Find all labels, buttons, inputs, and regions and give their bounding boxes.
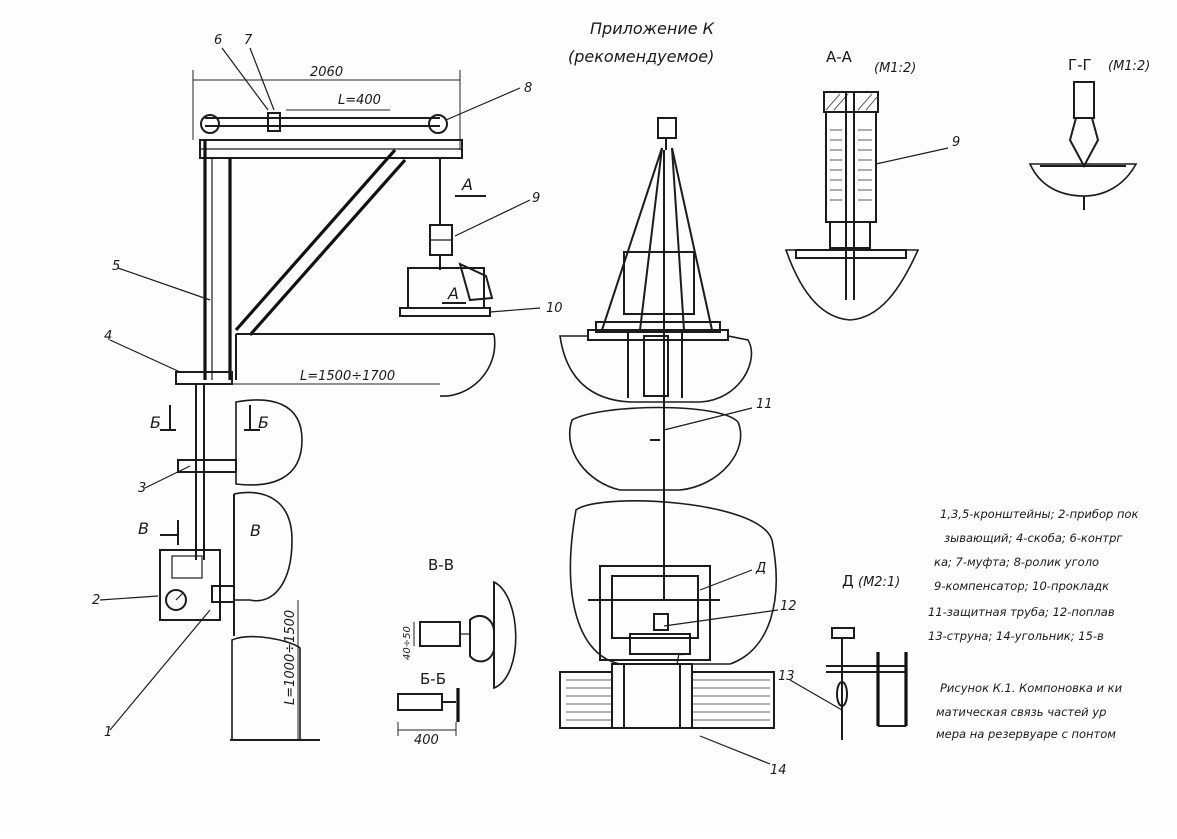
callout-14: 14: [770, 763, 787, 778]
section-d-label: Д: [842, 572, 854, 590]
callout-6: 6: [214, 33, 222, 48]
appendix-title: Приложение К: [590, 19, 715, 38]
section-a-a: А-А (М1:2): [784, 48, 949, 321]
section-g-g: Г-Г (М1:2): [1028, 56, 1150, 210]
marker-v-left: В: [138, 519, 149, 538]
section-b-b: Б-Б 400: [397, 670, 460, 748]
caption-line-3: мера на резервуаре с понтом: [936, 727, 1116, 741]
callout-9-right: 9: [952, 135, 960, 150]
marker-v-right: В: [250, 521, 261, 540]
section-v-v-label: В-В: [428, 556, 454, 574]
callout-7: 7: [244, 33, 253, 48]
caption-line-1: Рисунок К.1. Компоновка и ки: [940, 681, 1123, 695]
marker-b-right: Б: [258, 413, 269, 432]
dim-l-bottom: L=1500÷1700: [300, 369, 395, 384]
callout-9-left: 9: [532, 191, 540, 206]
marker-b-left: Б: [150, 413, 161, 432]
section-d: Д (М2:1): [789, 572, 908, 740]
legend: 1,3,5-кронштейны; 2-прибор пок зывающий;…: [928, 507, 1139, 643]
callout-12: 12: [780, 599, 797, 614]
callout-2: 2: [92, 593, 100, 608]
marker-a-lower: А: [447, 284, 459, 303]
dim-bb-400: 400: [414, 733, 439, 748]
dim-vertical: L=1000÷1500: [283, 610, 298, 705]
legend-line-1: 1,3,5-кронштейны; 2-прибор пок: [940, 507, 1139, 521]
section-a-a-scale: (М1:2): [874, 61, 916, 76]
caption-line-2: матическая связь частей ур: [936, 705, 1106, 719]
legend-line-6: 13-струна; 14-угольник; 15-в: [928, 629, 1104, 643]
callout-4: 4: [104, 329, 112, 344]
section-d-scale: (М2:1): [858, 575, 900, 590]
legend-line-2: зывающий; 4-скоба; 6-контрг: [944, 531, 1123, 545]
marker-g-mid: Г: [676, 653, 685, 668]
legend-line-5: 11-защитная труба; 12-поплав: [928, 605, 1115, 619]
marker-a-upper: А: [461, 175, 473, 194]
callout-3: 3: [138, 481, 146, 496]
section-g-g-scale: (М1:2): [1108, 59, 1150, 74]
section-g-g-label: Г-Г: [1068, 56, 1092, 74]
callout-13: 13: [778, 669, 795, 684]
dim-l-400: L=400: [338, 93, 381, 108]
figure-caption: Рисунок К.1. Компоновка и ки матическая …: [936, 681, 1123, 741]
section-v-v: В-В 40÷50: [402, 556, 517, 690]
appendix-subtitle: (рекомендуемое): [568, 47, 714, 66]
legend-line-4: 9-компенсатор; 10-прокладк: [934, 579, 1109, 593]
callout-8: 8: [524, 81, 532, 96]
marker-d-mid: Д: [755, 561, 766, 576]
dim-vv-small: 40÷50: [402, 626, 413, 660]
callout-1: 1: [104, 725, 112, 740]
legend-line-3: ка; 7-муфта; 8-ролик уголо: [934, 555, 1099, 569]
section-b-b-label: Б-Б: [420, 670, 446, 688]
center-assembly: Г Д: [559, 117, 779, 765]
dim-2060: 2060: [310, 65, 343, 80]
section-a-a-label: А-А: [826, 48, 853, 66]
callout-10: 10: [546, 301, 563, 316]
callout-11: 11: [756, 397, 773, 412]
callout-5: 5: [112, 259, 120, 274]
left-assembly: 2060 L=400 А А: [99, 47, 541, 741]
